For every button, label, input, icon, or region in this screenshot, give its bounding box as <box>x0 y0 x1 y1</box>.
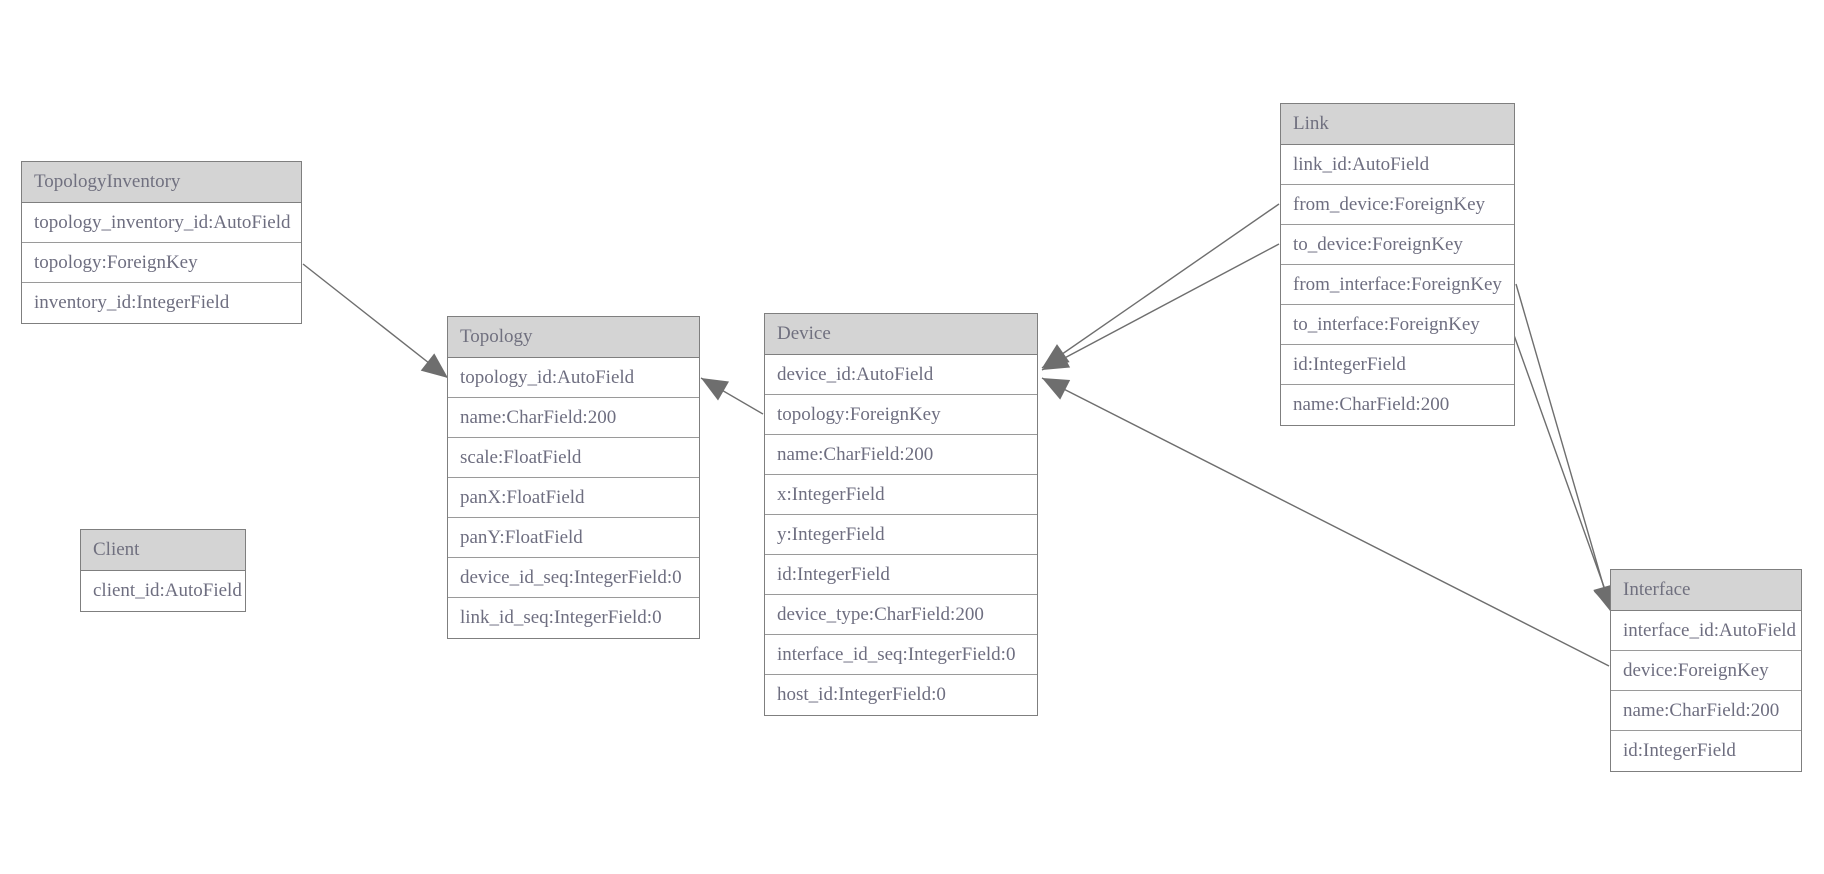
entity-field-row[interactable]: topology:ForeignKey <box>765 395 1037 435</box>
entity-title-topology_inventory: TopologyInventory <box>22 162 301 203</box>
rel-device-topology <box>700 377 764 415</box>
entity-field-row[interactable]: name:CharField:200 <box>1611 691 1801 731</box>
connector-line <box>302 263 449 379</box>
entity-field-row[interactable]: panY:FloatField <box>448 518 699 558</box>
connector-line <box>1041 203 1280 369</box>
entity-field-row[interactable]: host_id:IntegerField:0 <box>765 675 1037 715</box>
connector-line <box>1515 283 1612 613</box>
rel-link-from-device <box>1041 203 1280 369</box>
connector-line <box>700 377 764 415</box>
entity-field-row[interactable]: id:IntegerField <box>1611 731 1801 771</box>
entity-field-row[interactable]: from_device:ForeignKey <box>1281 185 1514 225</box>
entity-field-row[interactable]: id:IntegerField <box>765 555 1037 595</box>
entity-field-row[interactable]: x:IntegerField <box>765 475 1037 515</box>
connector-line <box>1509 323 1614 613</box>
connector-arrowhead-icon <box>701 378 730 401</box>
entity-field-row[interactable]: link_id:AutoField <box>1281 145 1514 185</box>
connector-arrowhead-icon <box>1042 348 1071 370</box>
rel-link-to-device <box>1041 243 1280 371</box>
entity-field-row[interactable]: topology_inventory_id:AutoField <box>22 203 301 243</box>
entity-field-row[interactable]: scale:FloatField <box>448 438 699 478</box>
rel-link-from-interface <box>1515 283 1615 613</box>
rel-link-to-interface <box>1509 323 1615 613</box>
entity-title-client: Client <box>81 530 245 571</box>
entity-field-row[interactable]: device_id_seq:IntegerField:0 <box>448 558 699 598</box>
entity-field-row[interactable]: id:IntegerField <box>1281 345 1514 385</box>
entity-field-row[interactable]: topology:ForeignKey <box>22 243 301 283</box>
connector-line <box>1041 243 1280 371</box>
entity-field-row[interactable]: y:IntegerField <box>765 515 1037 555</box>
connector-arrowhead-icon <box>1042 378 1071 400</box>
entity-field-row[interactable]: interface_id_seq:IntegerField:0 <box>765 635 1037 675</box>
entity-field-row[interactable]: link_id_seq:IntegerField:0 <box>448 598 699 638</box>
entity-field-row[interactable]: client_id:AutoField <box>81 571 245 611</box>
entity-field-row[interactable]: from_interface:ForeignKey <box>1281 265 1514 305</box>
entity-field-row[interactable]: name:CharField:200 <box>765 435 1037 475</box>
entity-field-row[interactable]: topology_id:AutoField <box>448 358 699 398</box>
entity-title-interface: Interface <box>1611 570 1801 611</box>
connector-arrowhead-icon <box>1042 344 1070 368</box>
entity-field-row[interactable]: to_interface:ForeignKey <box>1281 305 1514 345</box>
entity-field-row[interactable]: panX:FloatField <box>448 478 699 518</box>
entity-field-row[interactable]: interface_id:AutoField <box>1611 611 1801 651</box>
entity-field-row[interactable]: to_device:ForeignKey <box>1281 225 1514 265</box>
entity-title-link: Link <box>1281 104 1514 145</box>
entity-field-row[interactable]: inventory_id:IntegerField <box>22 283 301 323</box>
entity-field-row[interactable]: device_id:AutoField <box>765 355 1037 395</box>
entity-field-row[interactable]: device_type:CharField:200 <box>765 595 1037 635</box>
entity-field-row[interactable]: name:CharField:200 <box>1281 385 1514 425</box>
entity-title-topology: Topology <box>448 317 699 358</box>
rel-topologyinventory-topology <box>302 263 449 379</box>
entity-field-row[interactable]: name:CharField:200 <box>448 398 699 438</box>
entity-title-device: Device <box>765 314 1037 355</box>
entity-field-row[interactable]: device:ForeignKey <box>1611 651 1801 691</box>
